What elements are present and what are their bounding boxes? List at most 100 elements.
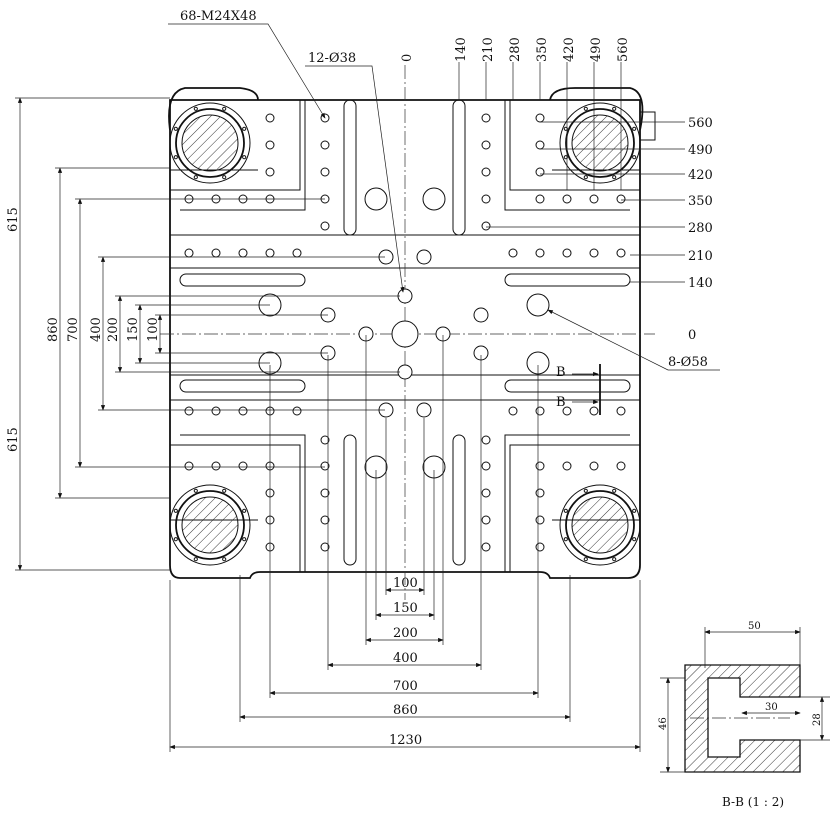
tie-bar-bolt-hole: [612, 557, 617, 562]
threaded-hole: [508, 406, 518, 416]
threaded-hole: [265, 248, 275, 258]
threaded-hole: [481, 515, 491, 525]
center-hole-38: [416, 402, 432, 418]
top-dim-0: 0: [400, 54, 415, 62]
left-dim-615-upper: 615: [6, 207, 21, 232]
bottom-dim-1230: 1230: [389, 733, 422, 748]
threaded-hole: [535, 248, 545, 258]
bottom-dim-150: 150: [393, 601, 418, 616]
threaded-hole: [562, 406, 572, 416]
threaded-hole: [481, 542, 491, 552]
tie-bar-bolt-hole: [632, 537, 637, 542]
threaded-hole: [481, 461, 491, 471]
threaded-hole: [508, 248, 518, 258]
tie-bar-bosses: [169, 102, 641, 566]
threaded-hole: [589, 194, 599, 204]
section-title: B-B (1 : 2): [722, 795, 784, 809]
threaded-hole: [616, 248, 626, 258]
threaded-hole: [320, 461, 330, 471]
tie-bar-bolt-hole: [632, 155, 637, 160]
tie-bar-bolt-hole: [632, 508, 637, 513]
right-dim-0: 0: [688, 328, 696, 343]
threaded-hole: [265, 113, 275, 123]
tie-bar-bolt-hole: [563, 126, 568, 131]
tie-bar-top-right: [559, 102, 641, 184]
top-dim-210: 210: [481, 37, 496, 62]
threaded-hole: [320, 167, 330, 177]
callout-threaded-holes: 68-M24X48: [180, 9, 257, 24]
tie-bar-bolt-hole: [173, 155, 178, 160]
threaded-hole: [481, 167, 491, 177]
left-dim-400: 400: [89, 317, 104, 342]
threaded-hole: [320, 140, 330, 150]
tie-bar-bolt-hole: [222, 557, 227, 562]
threaded-hole: [481, 113, 491, 123]
tie-bar-bolt-hole: [583, 106, 588, 111]
top-dim-140: 140: [454, 37, 469, 62]
callout-center-holes: 12-Ø38: [308, 51, 356, 66]
left-dim-700: 700: [66, 317, 81, 342]
tie-bar-bolt-hole: [242, 537, 247, 542]
section-dim-30: 30: [765, 702, 778, 713]
threaded-hole: [535, 542, 545, 552]
right-dim-560: 560: [688, 116, 713, 131]
section-dim-50: 50: [748, 621, 761, 632]
large-hole-58: [422, 187, 446, 211]
threaded-hole: [562, 461, 572, 471]
section-mark-upper: B: [556, 365, 566, 380]
threaded-hole: [535, 113, 545, 123]
section-dim-28: 28: [812, 713, 823, 726]
tie-bar-bottom-left: [169, 484, 251, 566]
threaded-hole: [238, 461, 248, 471]
right-dim-280: 280: [688, 221, 713, 236]
dimension-lines: [15, 23, 720, 752]
threaded-hole: [535, 194, 545, 204]
threaded-hole: [292, 406, 302, 416]
threaded-hole: [320, 488, 330, 498]
threaded-hole: [535, 140, 545, 150]
center-hole-38: [473, 307, 489, 323]
threaded-hole: [562, 194, 572, 204]
threaded-hole: [535, 461, 545, 471]
threaded-hole: [292, 248, 302, 258]
bottom-dim-200: 200: [393, 626, 418, 641]
bottom-dim-700: 700: [393, 679, 418, 694]
t-slots: [179, 99, 631, 566]
threaded-hole: [535, 515, 545, 525]
threaded-hole: [184, 248, 194, 258]
bottom-dim-400: 400: [393, 651, 418, 666]
threaded-hole: [481, 194, 491, 204]
tie-bar-bolt-hole: [173, 537, 178, 542]
threaded-hole: [589, 248, 599, 258]
tie-bar-bolt-hole: [193, 488, 198, 493]
right-dim-420: 420: [688, 168, 713, 183]
left-dim-200: 200: [106, 317, 121, 342]
section-b-b: 50 30 46 28 B-B (1 : 2): [658, 621, 830, 809]
left-dim-100: 100: [146, 317, 161, 342]
mounting-holes: [173, 106, 637, 562]
tie-bar-bolt-hole: [583, 175, 588, 180]
annotations: 68-M24X48 12-Ø38 8-Ø58 B B 0 140 210 280…: [6, 9, 713, 748]
tie-bar-bolt-hole: [583, 488, 588, 493]
center-hole-38: [397, 364, 413, 380]
threaded-hole: [535, 167, 545, 177]
tie-bar-bolt-hole: [242, 155, 247, 160]
tie-bar-bolt-hole: [173, 126, 178, 131]
top-dim-280: 280: [508, 37, 523, 62]
large-hole-58: [364, 187, 388, 211]
top-dim-350: 350: [535, 37, 550, 62]
tie-bar-bolt-hole: [563, 537, 568, 542]
callout-large-holes: 8-Ø58: [668, 355, 708, 370]
tie-bar-bolt-hole: [193, 557, 198, 562]
top-dim-420: 420: [562, 37, 577, 62]
center-hole-38: [397, 288, 413, 304]
threaded-hole: [616, 194, 626, 204]
threaded-hole: [184, 461, 194, 471]
tie-bar-top-left: [169, 102, 251, 184]
center-hole-38: [416, 249, 432, 265]
threaded-hole: [535, 488, 545, 498]
threaded-hole: [320, 221, 330, 231]
right-dim-490: 490: [688, 143, 713, 158]
bottom-dim-100: 100: [393, 576, 418, 591]
threaded-hole: [211, 461, 221, 471]
